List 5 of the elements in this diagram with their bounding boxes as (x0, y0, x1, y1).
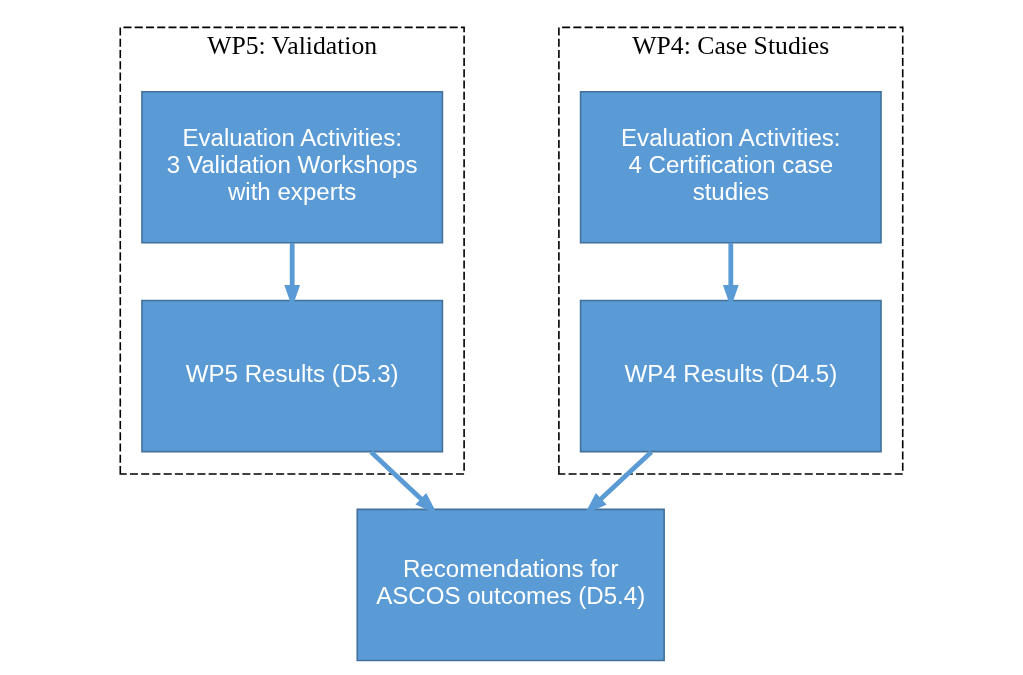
node-box: WP5 Results (D5.3) (141, 299, 444, 453)
node-box: Evaluation Activities: 4 Certification case studies (579, 90, 882, 244)
node-box: WP4 Results (D4.5) (579, 299, 882, 453)
node-box: Evaluation Activities: 3 Validation Workshops with experts (141, 90, 444, 244)
node-box: Recomendations for ASCOS outcomes (D5.4) (356, 508, 665, 662)
